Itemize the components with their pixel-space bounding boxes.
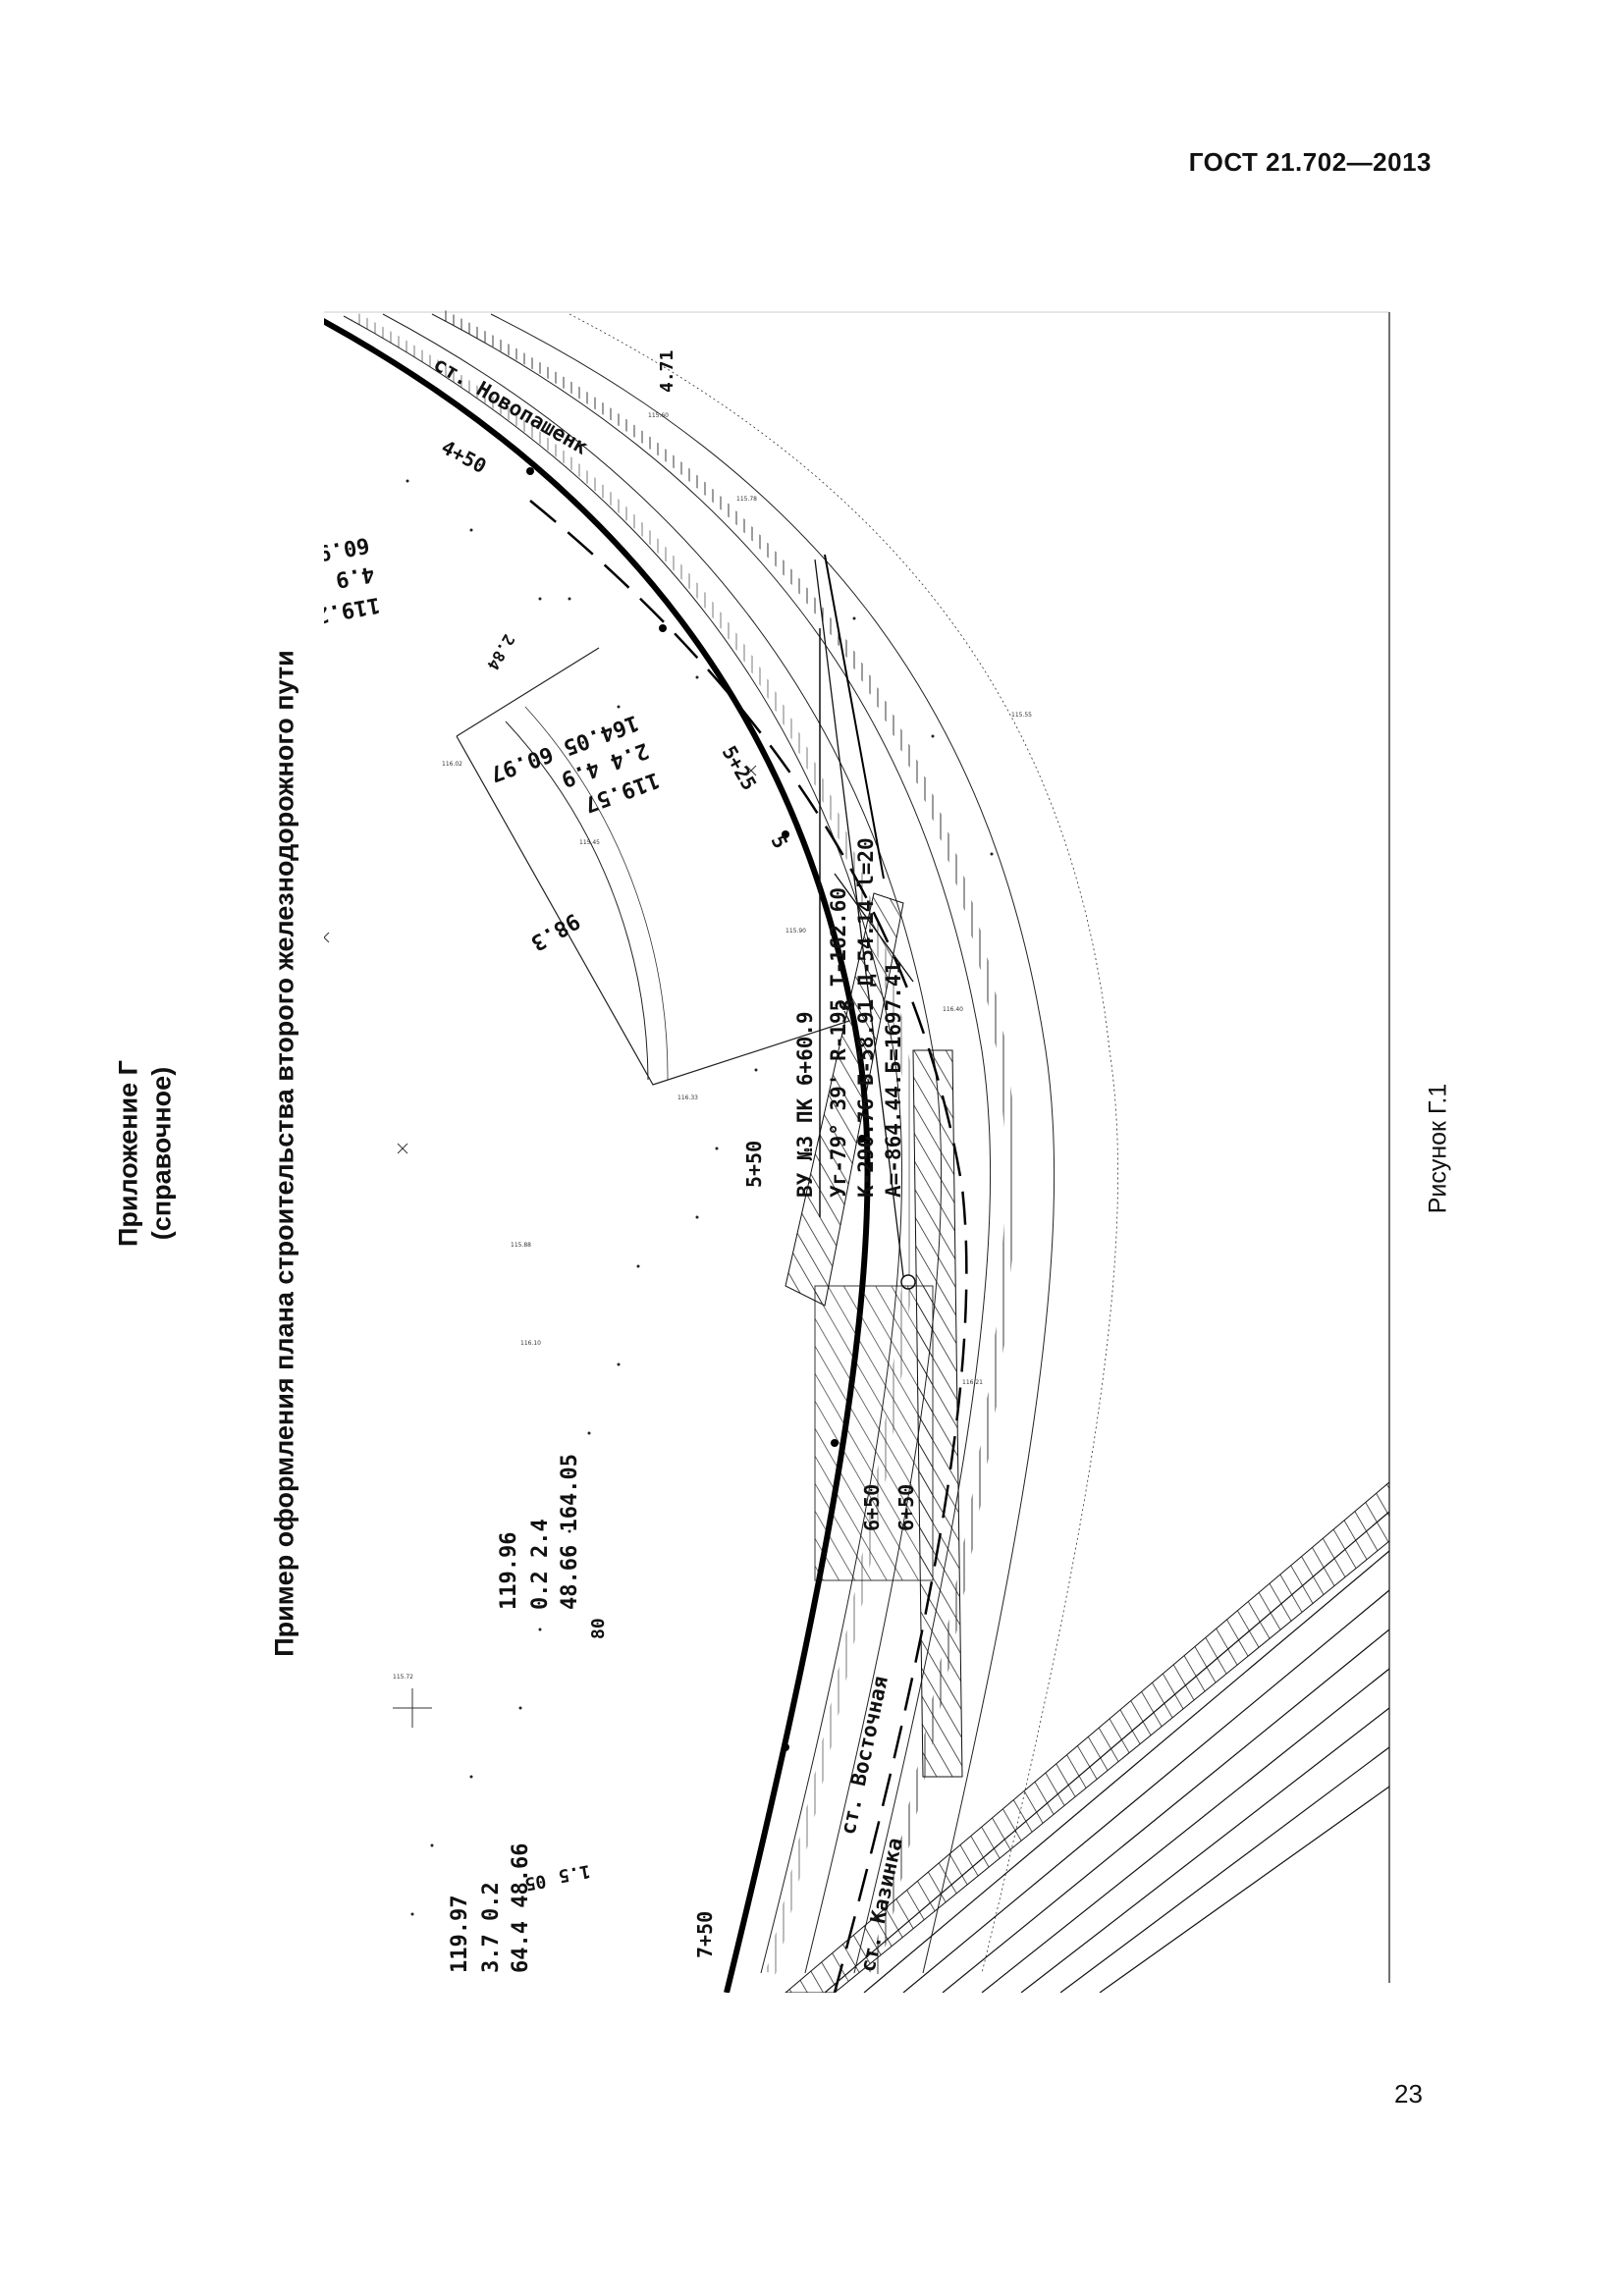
dim-label-1: 4.71 — [657, 350, 677, 393]
svg-text:116.33: 116.33 — [677, 1095, 698, 1101]
dim-label-3: 2.84 — [483, 631, 518, 673]
data-block-4: 119.97 3.7 0.2 64.4 48.66 — [448, 1843, 533, 1973]
dim-label-4: 80 — [588, 1618, 609, 1639]
contour-dotted-1 — [568, 313, 1118, 1974]
data-block-1: 119.27 4.9 3.0 60.97 144.89 — [324, 532, 382, 629]
svg-text:115.55: 115.55 — [1011, 712, 1032, 719]
standard-code: ГОСТ 21.702—2013 — [1188, 147, 1432, 177]
second-track-proposed — [529, 500, 968, 1993]
block1-top: 119.27 — [324, 592, 382, 629]
block4-top: 119.97 — [448, 1896, 472, 1973]
block4-mid: 3.7 0.2 — [479, 1882, 504, 1973]
hatched-slope-4 — [785, 1480, 1390, 1993]
picket-label-1: 4+50 — [438, 435, 491, 478]
dim-label-5: 1.5 — [557, 1860, 592, 1886]
survey-points: 115.60 115.78 116.02 115.45 115.90 116.3… — [393, 412, 1032, 1681]
figure-caption: Рисунок Г.1 — [1424, 1083, 1452, 1214]
svg-text:115.45: 115.45 — [579, 839, 600, 846]
block3-top: 119.96 — [497, 1532, 521, 1610]
figure-title: Пример оформления плана строительства вт… — [269, 650, 299, 1657]
sector-arc — [505, 721, 649, 1081]
appendix-line-1: Приложение Г — [113, 1060, 143, 1247]
svg-text:116.40: 116.40 — [943, 1006, 963, 1013]
block3-mid: 0.2 2.4 — [528, 1519, 553, 1610]
chainage-ticks-top — [824, 554, 885, 880]
appendix-line-2: (справочное) — [146, 1066, 176, 1241]
railway-plan-drawing: ВУ №3 ПК 6+60.9 Уг-79° 39' R-195 Т-162.6… — [324, 309, 1390, 1993]
appendix-label: Приложение Г (справочное) — [112, 1060, 179, 1247]
hatched-slope-3 — [814, 1285, 934, 1581]
cross-markers — [324, 765, 757, 1728]
picket-label-7: 7+50 — [693, 1911, 717, 1958]
sector-arc-2 — [524, 706, 669, 1081]
station-label-east: ст. Восточная — [836, 1674, 893, 1837]
slope-ticks-2 — [351, 311, 917, 1975]
svg-text:116.21: 116.21 — [962, 1379, 983, 1386]
svg-text:115.72: 115.72 — [393, 1674, 413, 1681]
picket-label-4: 6 — [836, 999, 859, 1011]
svg-text:116.10: 116.10 — [520, 1340, 541, 1347]
hatched-slope-1 — [785, 892, 904, 1307]
picket-label-8: 5+25 — [718, 742, 762, 795]
contour-line-2 — [382, 313, 943, 1974]
picket-label-2: 5 — [766, 831, 792, 852]
contour-line-4 — [490, 313, 1056, 1974]
station-area-outline — [456, 647, 850, 1086]
svg-text:115.60: 115.60 — [648, 412, 669, 419]
svg-text:115.78: 115.78 — [736, 496, 757, 503]
contour-line-1 — [343, 315, 903, 1974]
slope-ticks — [439, 309, 1015, 1975]
picket-label-5: 6+50 — [860, 1484, 884, 1531]
page-number: 23 — [1394, 2079, 1423, 2109]
svg-text:116.02: 116.02 — [442, 761, 462, 768]
block4-bot: 64.4 48.66 — [509, 1843, 533, 1973]
picket-label-6: 6+50 — [894, 1484, 918, 1531]
svg-text:115.88: 115.88 — [511, 1242, 531, 1249]
svg-text:115.90: 115.90 — [785, 928, 806, 934]
dim-label-6: 05 — [523, 1870, 548, 1894]
data-block-3: 119.96 0.2 2.4 48.66 164.05 — [497, 1454, 582, 1610]
survey-dots — [406, 479, 994, 1916]
picket-marks — [526, 467, 866, 1751]
picket-label-3: 5+50 — [742, 1141, 766, 1188]
dim-label-2: 98.3 — [526, 908, 583, 955]
vertex-line-4: А=-864.44.Б=1697.41 — [882, 962, 905, 1198]
